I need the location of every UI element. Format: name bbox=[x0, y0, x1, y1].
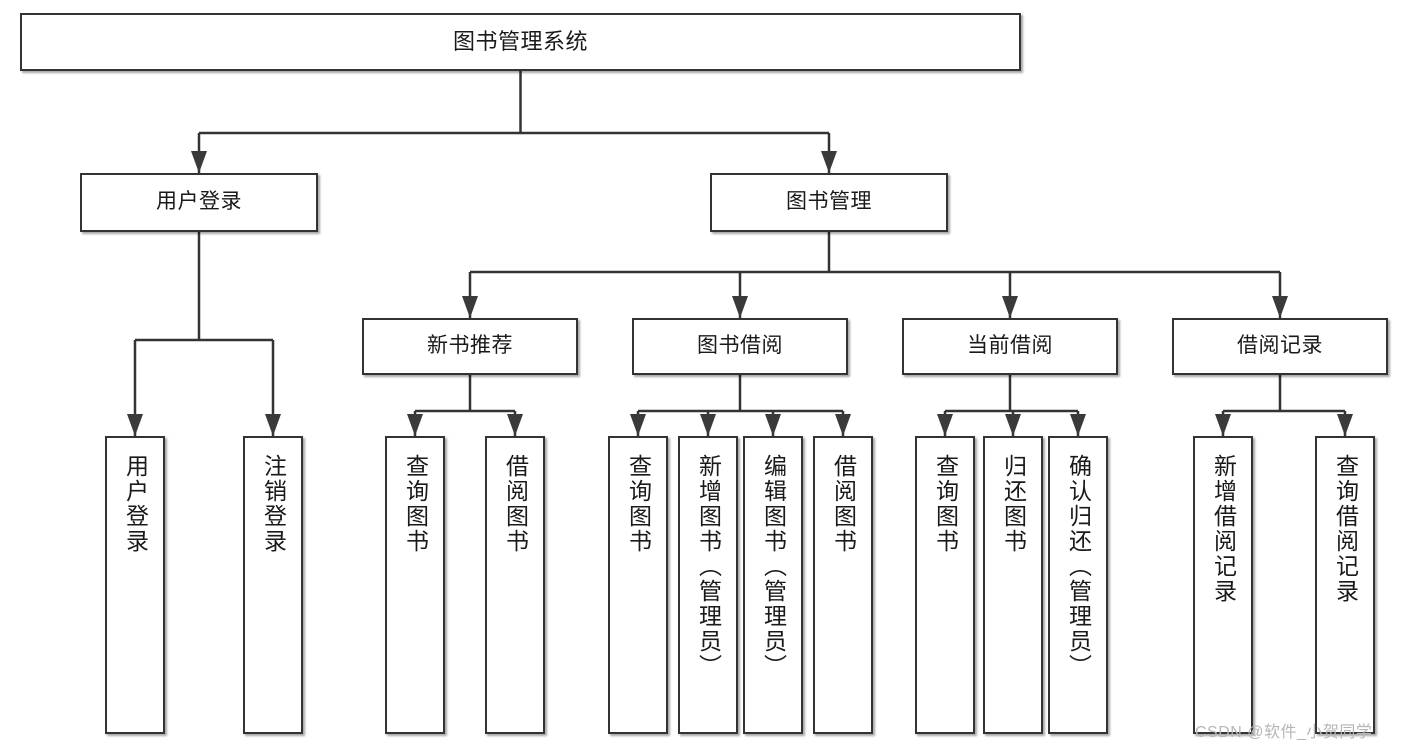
node-label: 编辑图书（管理员） bbox=[760, 454, 787, 679]
node-leaf_bb_query[interactable]: 查询图书 bbox=[608, 436, 668, 734]
connector-arrowhead bbox=[630, 414, 646, 436]
node-label: 借阅图书 bbox=[830, 454, 857, 554]
connector-arrowhead bbox=[1337, 414, 1353, 436]
node-new_book_rec[interactable]: 新书推荐 bbox=[362, 318, 578, 375]
node-leaf_logout[interactable]: 注销登录 bbox=[243, 436, 303, 734]
node-label: 新增图书（管理员） bbox=[695, 454, 722, 679]
node-label: 用户登录 bbox=[122, 454, 149, 554]
connector-arrowhead bbox=[700, 414, 716, 436]
connector-arrowhead bbox=[265, 414, 281, 436]
connector-arrowhead bbox=[835, 414, 851, 436]
node-label: 借阅记录 bbox=[1237, 334, 1323, 358]
node-leaf_rec_borrow[interactable]: 借阅图书 bbox=[485, 436, 545, 734]
connector-arrowhead bbox=[407, 414, 423, 436]
connector-arrowhead bbox=[462, 296, 478, 318]
node-label: 归还图书 bbox=[1000, 454, 1027, 554]
node-leaf_br_add[interactable]: 新增借阅记录 bbox=[1193, 436, 1253, 734]
node-leaf_br_query[interactable]: 查询借阅记录 bbox=[1315, 436, 1375, 734]
node-label: 图书借阅 bbox=[697, 334, 783, 358]
node-label: 当前借阅 bbox=[967, 334, 1053, 358]
node-leaf_cb_confirm[interactable]: 确认归还（管理员） bbox=[1048, 436, 1108, 734]
node-book_mgmt[interactable]: 图书管理 bbox=[710, 173, 948, 232]
node-leaf_bb_edit[interactable]: 编辑图书（管理员） bbox=[743, 436, 803, 734]
connector-arrowhead bbox=[1272, 296, 1288, 318]
node-label: 图书管理系统 bbox=[452, 29, 588, 55]
node-leaf_bb_add[interactable]: 新增图书（管理员） bbox=[678, 436, 738, 734]
node-borrow_record[interactable]: 借阅记录 bbox=[1172, 318, 1388, 375]
node-leaf_bb_borrow[interactable]: 借阅图书 bbox=[813, 436, 873, 734]
connector-arrowhead bbox=[937, 414, 953, 436]
node-user_login[interactable]: 用户登录 bbox=[80, 173, 318, 232]
node-label: 确认归还（管理员） bbox=[1065, 454, 1092, 679]
node-root[interactable]: 图书管理系统 bbox=[20, 13, 1021, 71]
connector-arrowhead bbox=[1070, 414, 1086, 436]
node-book_borrow[interactable]: 图书借阅 bbox=[632, 318, 848, 375]
csdn-watermark: CSDN @软件_小贺同学 bbox=[1195, 724, 1373, 741]
node-label: 借阅图书 bbox=[502, 454, 529, 554]
connector-arrowhead bbox=[732, 296, 748, 318]
node-label: 注销登录 bbox=[260, 454, 287, 554]
node-label: 查询借阅记录 bbox=[1332, 454, 1359, 604]
node-label: 查询图书 bbox=[625, 454, 652, 554]
node-label: 新增借阅记录 bbox=[1210, 454, 1237, 604]
node-label: 查询图书 bbox=[402, 454, 429, 554]
node-leaf_cb_return[interactable]: 归还图书 bbox=[983, 436, 1043, 734]
connector-arrowhead bbox=[127, 414, 143, 436]
connector-arrowhead bbox=[507, 414, 523, 436]
node-leaf_cb_query[interactable]: 查询图书 bbox=[915, 436, 975, 734]
node-leaf_rec_query[interactable]: 查询图书 bbox=[385, 436, 445, 734]
connector-arrowhead bbox=[191, 151, 207, 173]
connector-arrowhead bbox=[1002, 296, 1018, 318]
node-label: 新书推荐 bbox=[427, 334, 513, 358]
connector-arrowhead bbox=[1215, 414, 1231, 436]
node-label: 用户登录 bbox=[156, 190, 242, 214]
node-leaf_user_login[interactable]: 用户登录 bbox=[105, 436, 165, 734]
node-label: 查询图书 bbox=[932, 454, 959, 554]
connector-arrowhead bbox=[821, 151, 837, 173]
node-current_borrow[interactable]: 当前借阅 bbox=[902, 318, 1118, 375]
connector-arrowhead bbox=[765, 414, 781, 436]
node-label: 图书管理 bbox=[786, 190, 872, 214]
connector-arrowhead bbox=[1005, 414, 1021, 436]
